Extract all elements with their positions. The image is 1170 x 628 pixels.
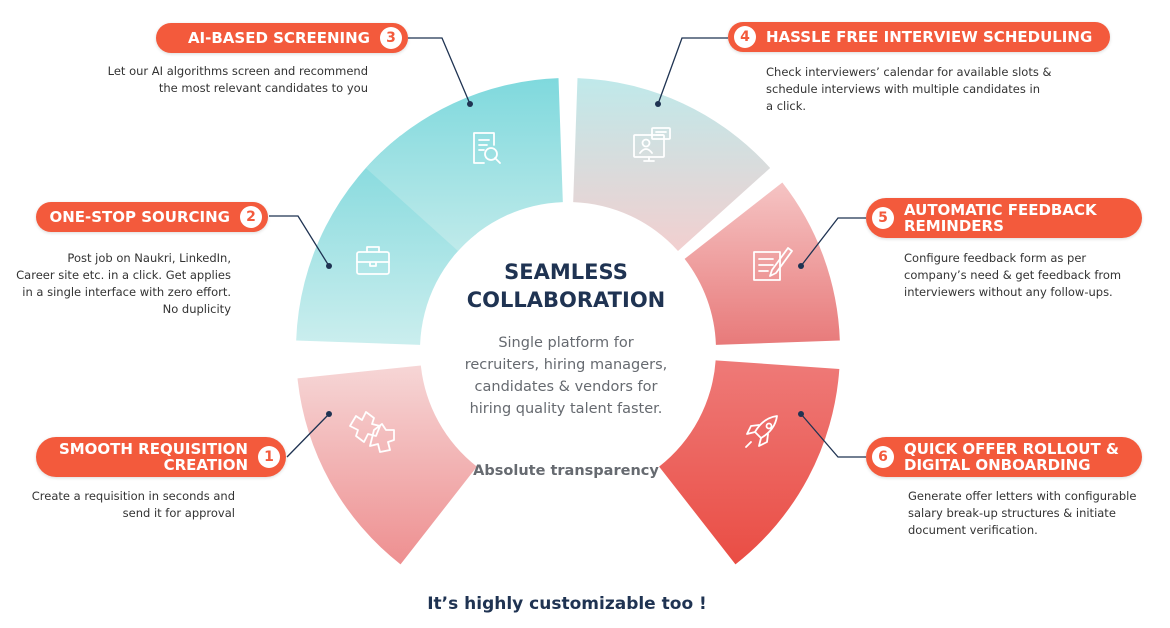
step-4-title: HASSLE FREE INTERVIEW SCHEDULING: [766, 28, 1093, 46]
step-1-title: SMOOTH REQUISITION CREATION: [58, 440, 248, 474]
connector-dot-4: [655, 101, 661, 107]
center-title: SEAMLESS COLLABORATION: [466, 260, 666, 312]
feedback-form-icon: [753, 247, 793, 281]
step-3-label: AI-BASED SCREENING 3: [156, 23, 408, 53]
step-3-number: 3: [380, 27, 402, 49]
segment-1: [297, 365, 477, 565]
step-2-description: Post job on Naukri, LinkedIn, Career sit…: [16, 251, 231, 316]
step-4-description: Check interviewers’ calendar for availab…: [766, 65, 1052, 113]
segment-4: [573, 78, 771, 251]
segment-3: [365, 78, 563, 251]
step-6-number: 6: [872, 446, 894, 468]
connector-dot-1: [326, 411, 332, 417]
video-interview-icon: [633, 127, 671, 162]
connector-dot-5: [798, 263, 804, 269]
step-6-label: 6 QUICK OFFER ROLLOUT & DIGITAL ONBOARDI…: [866, 437, 1142, 477]
document-search-icon: [473, 132, 501, 164]
step-2-title: ONE-STOP SOURCING: [49, 208, 230, 226]
step-5-description: Configure feedback form as per company’s…: [904, 251, 1122, 299]
center-body: Single platform for recruiters, hiring m…: [464, 335, 668, 417]
step-1-description: Create a requisition in seconds and send…: [31, 489, 235, 520]
center-footnote: Absolute transparency: [473, 463, 659, 479]
connector-5: [800, 217, 866, 267]
step-5-label: 5 AUTOMATIC FEEDBACK REMINDERS: [866, 198, 1142, 238]
puzzle-icon: [349, 411, 395, 453]
connector-4: [657, 37, 728, 105]
segment-5: [684, 182, 840, 345]
rocket-icon: [745, 415, 778, 448]
step-5-number: 5: [872, 207, 894, 229]
step-1-number: 1: [258, 446, 280, 468]
step-6-description: Generate offer letters with configurable…: [908, 489, 1137, 537]
step-2-number: 2: [240, 206, 262, 228]
center-disc: [426, 210, 706, 490]
step-1-label: SMOOTH REQUISITION CREATION 1: [36, 437, 286, 477]
segment-6: [659, 360, 840, 565]
connector-dot-2: [326, 263, 332, 269]
step-6-title: QUICK OFFER ROLLOUT & DIGITAL ONBOARDING: [904, 440, 1119, 474]
step-3-description: Let our AI algorithms screen and recomme…: [107, 64, 368, 95]
step-4-number: 4: [734, 26, 756, 48]
step-2-label: ONE-STOP SOURCING 2: [36, 202, 268, 232]
connector-dot-6: [798, 411, 804, 417]
connector-2: [269, 215, 330, 267]
connector-dot-3: [467, 101, 473, 107]
briefcase-icon: [356, 246, 390, 275]
connector-1: [286, 413, 330, 458]
footer-tagline: It’s highly customizable too !: [427, 594, 707, 614]
connector-3: [408, 37, 471, 105]
connector-6: [800, 413, 866, 458]
step-4-label: 4 HASSLE FREE INTERVIEW SCHEDULING: [728, 22, 1110, 52]
step-5-title: AUTOMATIC FEEDBACK REMINDERS: [904, 201, 1097, 235]
step-3-title: AI-BASED SCREENING: [187, 29, 370, 47]
